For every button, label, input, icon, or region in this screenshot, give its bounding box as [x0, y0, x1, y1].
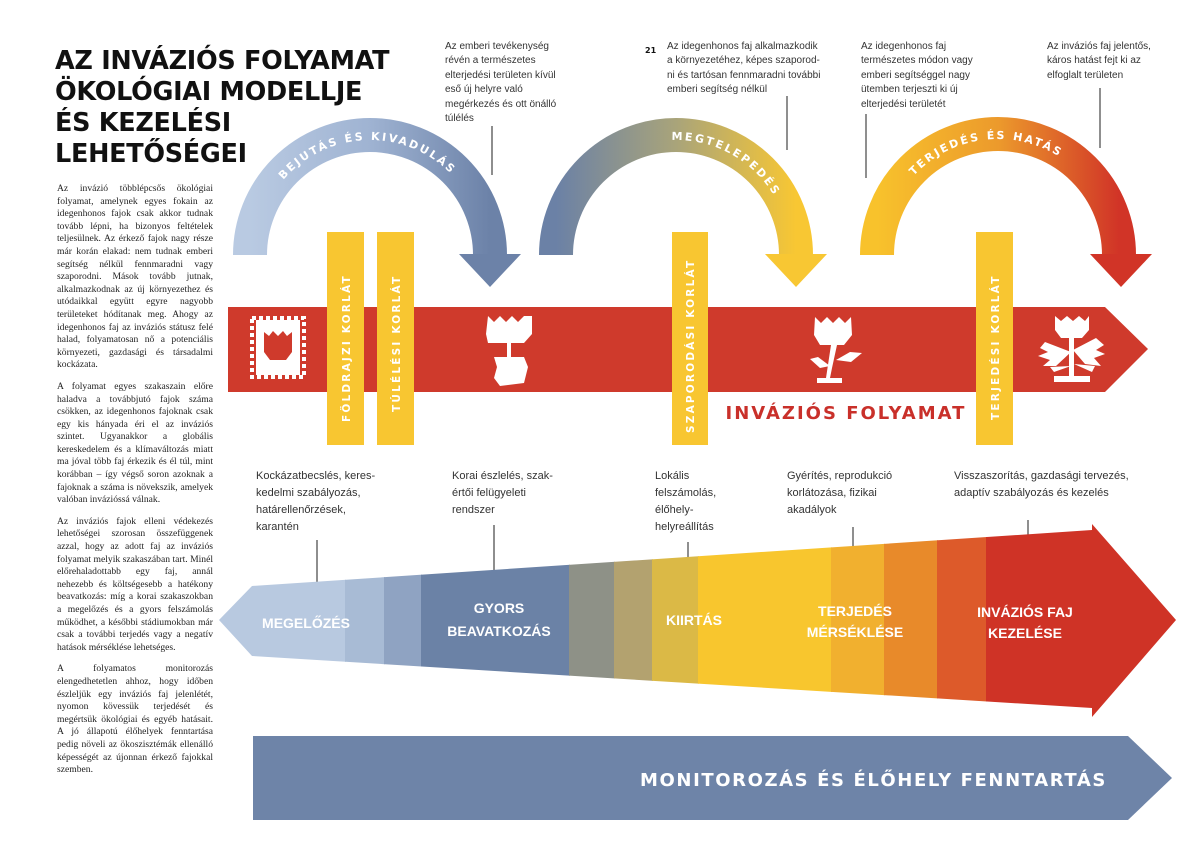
barrier-bar: [327, 232, 364, 445]
stage-note-impact: Az inváziós faj jelentős, káros hatást f…: [1047, 41, 1151, 81]
title-line: ÉS KEZELÉSI: [55, 108, 231, 138]
gradient-stripe: [345, 524, 385, 717]
page-title: AZ INVÁZIÓS FOLYAMAT ÖKOLÓGIAI MODELLJE …: [55, 46, 390, 170]
gradient-stripe: [986, 524, 1176, 717]
monitoring-bar: [253, 736, 1172, 820]
title-line: LEHETŐSÉGEI: [55, 139, 247, 169]
barrier-reproduction: SZAPORODÁSI KORLÁT: [672, 232, 708, 445]
gradient-stripe: [698, 524, 832, 717]
tulip-seed-icon: [486, 316, 532, 386]
spreading-plant-icon: [1038, 316, 1105, 382]
stage-note-establishment: Az idegenhonos faj alkalmazkodik a körny…: [667, 41, 821, 96]
gradient-stripe: [831, 524, 885, 717]
barrier-bar: [672, 232, 708, 445]
barrier-geographic: FÖLDRAJZI KORLÁT: [327, 232, 364, 445]
stage-containment: MÉRSÉKLÉSE: [807, 624, 903, 640]
gradient-stripe: [884, 524, 938, 717]
stage-containment: TERJEDÉS: [818, 603, 892, 619]
page-number: 21: [645, 46, 657, 55]
monitoring-label: MONITOROZÁS ÉS ÉLŐHELY FENNTARTÁS: [640, 769, 1107, 791]
arc-arrow-head: [765, 254, 827, 287]
management-note-prevention: Kockázatbecslés, keres- kedelmi szabályo…: [256, 470, 376, 533]
body-paragraph: Az invázió többlépcsős ökológiai folyama…: [57, 183, 213, 371]
management-note-rapid-response: Korai észlelés, szak- értői felügyeleti …: [452, 470, 553, 516]
stage-rapid-response: GYORS: [474, 600, 525, 616]
body-text-column: Az invázió többlépcsős ökológiai folyama…: [57, 183, 213, 786]
management-stage-labels: MEGELŐZÉS GYORS BEAVATKOZÁS KIIRTÁS TERJ…: [262, 600, 1073, 641]
arc-arrow-head: [459, 254, 521, 287]
stage-note-spread: Az idegenhonos faj természetes módon vag…: [861, 41, 973, 110]
body-paragraph: Az inváziós fajok elleni védekezés lehet…: [57, 515, 213, 653]
tulip-leaves-icon: [810, 317, 862, 383]
barrier-bar: [976, 232, 1013, 445]
stage-prevention: MEGELŐZÉS: [262, 614, 350, 631]
stage-management: KEZELÉSE: [988, 625, 1062, 641]
arc-spread-impact: TERJEDÉS ÉS HATÁS: [860, 117, 1152, 287]
arc-arrow-head: [1090, 254, 1152, 287]
gradient-stripe: [569, 524, 615, 717]
gradient-stripe: [384, 524, 422, 717]
barrier-label: TÚLÉLÉSI KORLÁT: [390, 275, 403, 412]
barrier-label: TERJEDÉSI KORLÁT: [989, 274, 1002, 420]
title-line: ÖKOLÓGIAI MODELLJE: [55, 77, 363, 107]
body-paragraph: A folyamat egyes szakaszain előre haladv…: [57, 380, 213, 506]
barrier-label: FÖLDRAJZI KORLÁT: [339, 274, 353, 422]
management-note-eradication: Lokális felszámolás, élőhely- helyreállí…: [655, 470, 717, 533]
gradient-stripe: [421, 524, 570, 717]
stamp-tulip-icon: [250, 316, 306, 379]
management-note-management: Visszaszorítás, gazdasági tervezés, adap…: [954, 470, 1129, 499]
management-note-containment: Gyérítés, reprodukció korlátozása, fizik…: [787, 470, 893, 516]
barrier-bar: [377, 232, 414, 445]
arc-arrow-body: [860, 117, 1136, 256]
arc-arrow-body: [233, 118, 507, 256]
stage-rapid-response: BEAVATKOZÁS: [447, 623, 550, 639]
barrier-label: SZAPORODÁSI KORLÁT: [684, 259, 697, 433]
arc-arrow-body: [539, 118, 813, 256]
stage-eradication: KIIRTÁS: [666, 612, 722, 628]
body-paragraph: A folyamatos monitorozás elengedhetetlen…: [57, 663, 213, 776]
stage-management: INVÁZIÓS FAJ: [977, 603, 1073, 620]
gradient-stripe: [937, 524, 987, 717]
stage-note-introduction: Az emberi tevékenység révén a természete…: [445, 41, 557, 125]
barrier-spread: TERJEDÉSI KORLÁT: [976, 232, 1013, 445]
gradient-stripe: [614, 524, 653, 717]
invasion-process-label: INVÁZIÓS FOLYAMAT: [726, 402, 967, 424]
title-line: AZ INVÁZIÓS FOLYAMAT: [55, 46, 390, 76]
barrier-survival: TÚLÉLÉSI KORLÁT: [377, 232, 414, 445]
